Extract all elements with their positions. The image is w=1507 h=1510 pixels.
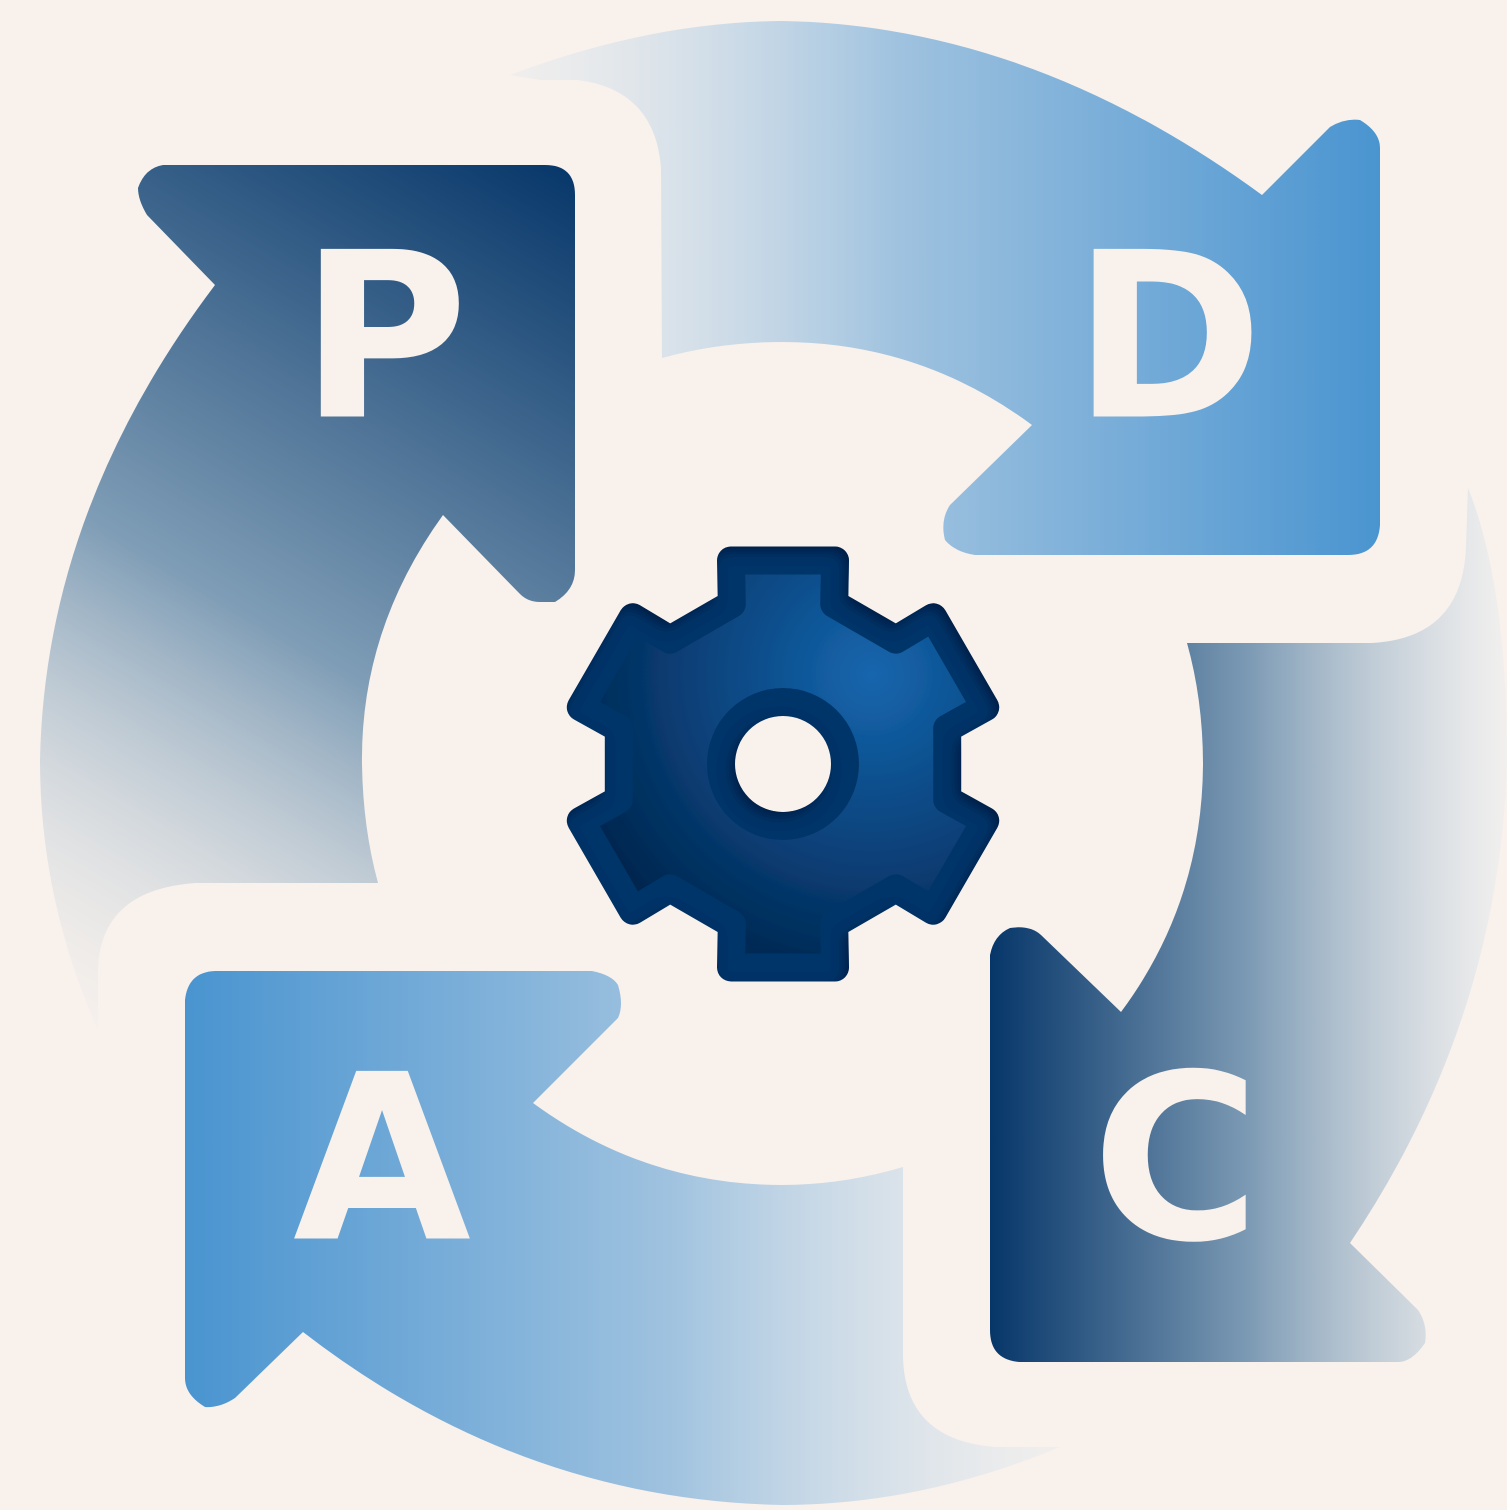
stage-act: A (185, 971, 1060, 1505)
stage-plan: P (40, 165, 575, 1030)
center-gear (566, 546, 1000, 982)
stage-check: C (990, 488, 1507, 1362)
do-letter: D (1073, 205, 1264, 472)
act-letter: A (293, 1027, 471, 1294)
act-arrow (185, 971, 1060, 1505)
check-arrow (990, 488, 1507, 1362)
do-arrow (510, 21, 1380, 555)
plan-arrow (40, 165, 575, 1030)
check-letter: C (1092, 1027, 1261, 1294)
plan-letter: P (300, 205, 469, 472)
stage-do: D (510, 21, 1380, 555)
gear-icon (566, 546, 1000, 982)
